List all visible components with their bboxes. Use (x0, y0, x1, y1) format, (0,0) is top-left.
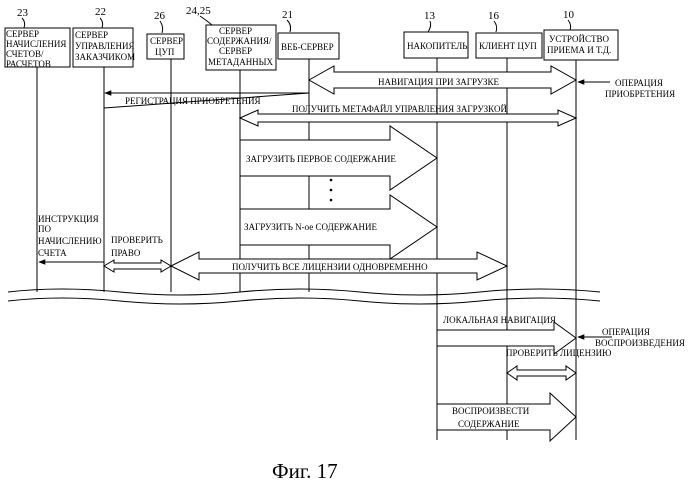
label-check-license: ПРОВЕРИТЬ ЛИЦЕНЗИЮ (506, 348, 611, 358)
entity-number-26: 26 (154, 10, 166, 22)
entity-number-21: 21 (282, 9, 293, 21)
arrow-check-license (507, 366, 576, 380)
label-play-op: ОПЕРАЦИЯ ВОСПРОИЗВЕДЕНИЯ (595, 327, 685, 348)
entity-number-16: 16 (488, 10, 500, 22)
entity-label-storage: НАКОПИТЕЛЬ (407, 41, 467, 51)
entity-number-10: 10 (563, 9, 575, 21)
time-break-wave (8, 289, 600, 304)
entity-label-web-server: ВЕБ-СЕРВЕР (281, 42, 334, 52)
ellipsis-dots (330, 179, 333, 202)
label-purchase-reg: РЕГИСТРАЦИЯ ПРИОБРЕТЕНИЯ (125, 96, 260, 106)
figure-caption: Фиг. 17 (272, 459, 338, 483)
entity-number-23: 23 (17, 7, 29, 19)
arrow-check-right (104, 260, 171, 272)
label-nav-on-download: НАВИГАЦИЯ ПРИ ЗАГРУЗКЕ (378, 77, 499, 87)
label-load-first: ЗАГРУЗИТЬ ПЕРВОЕ СОДЕРЖАНИЕ (246, 154, 396, 164)
entity-number-22: 22 (95, 6, 106, 18)
label-purchase-op: ОПЕРАЦИЯ ПРИОБРЕТЕНИЯ (605, 78, 675, 99)
label-check-right: ПРОВЕРИТЬ ПРАВО (111, 235, 165, 258)
entity-number-13: 13 (424, 10, 436, 22)
entity-number-24-25: 24,25 (186, 5, 211, 17)
entity-label-drm-client: КЛИЕНТ ЦУП (479, 41, 537, 51)
label-get-metafile: ПОЛУЧИТЬ МЕТАФАЙЛ УПРАВЛЕНИЯ ЗАГРУЗКОЙ (292, 104, 507, 114)
label-get-all-licenses: ПОЛУЧИТЬ ВСЕ ЛИЦЕНЗИИ ОДНОВРЕМЕННО (232, 262, 428, 272)
entity-label-receiver: УСТРОЙСТВО ПРИЕМА И Т.Д. (547, 34, 611, 55)
label-local-nav: ЛОКАЛЬНАЯ НАВИГАЦИЯ (443, 315, 556, 325)
label-load-nth: ЗАГРУЗИТЬ N-ое СОДЕРЖАНИЕ (244, 222, 377, 232)
label-billing-instr: ИНСТРУКЦИЯ ПО НАЧИСЛЕНИЮ СЧЕТА (38, 214, 104, 258)
